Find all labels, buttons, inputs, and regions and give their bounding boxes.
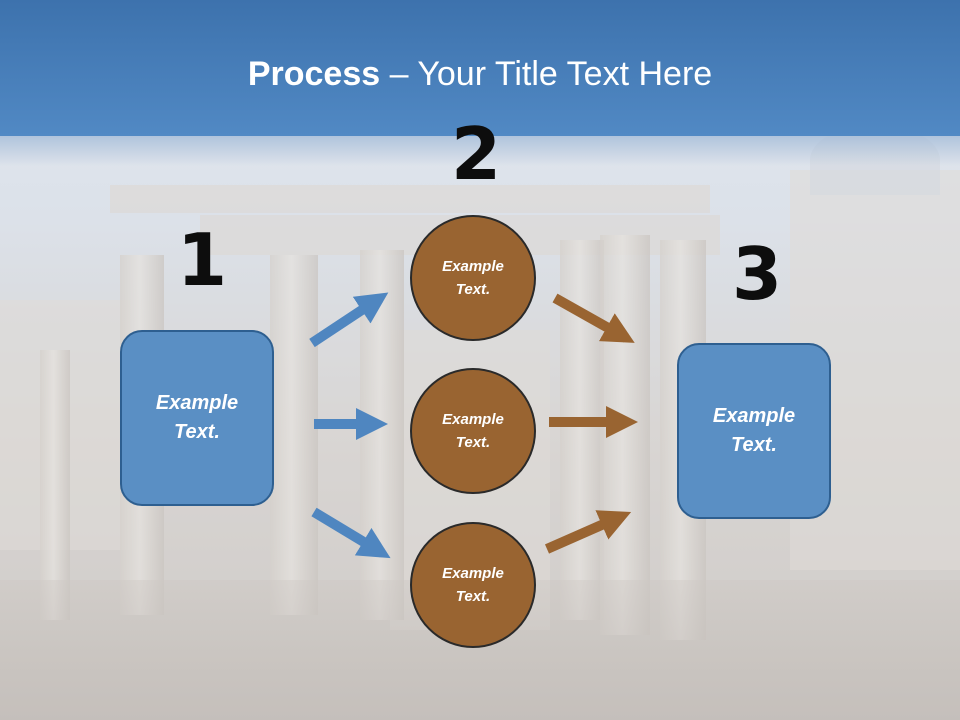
circle-top-text: Example Text. [442, 258, 504, 298]
page-title: Process – Your Title Text Here [0, 52, 960, 96]
circle-bottom-text: Example Text. [442, 565, 504, 605]
step-number-2: 2 [451, 112, 502, 196]
step-number-3: 3 [732, 232, 783, 316]
title-bar [0, 0, 960, 136]
step-1-text: Example Text. [155, 392, 239, 443]
step-number-1: 1 [177, 218, 228, 302]
step-2-circle-middle: Example Text. [410, 368, 536, 494]
circle-middle-text: Example Text. [442, 411, 504, 451]
title-bold: Process [247, 55, 381, 93]
step-3-text: Example Text. [712, 405, 796, 456]
title-rest: – Your Title Text Here [380, 55, 713, 93]
step-2-circle-bottom: Example Text. [410, 522, 536, 648]
step-1-box: Example Text. [120, 330, 274, 506]
step-3-box: Example Text. [677, 343, 831, 519]
step-2-circle-top: Example Text. [410, 215, 536, 341]
